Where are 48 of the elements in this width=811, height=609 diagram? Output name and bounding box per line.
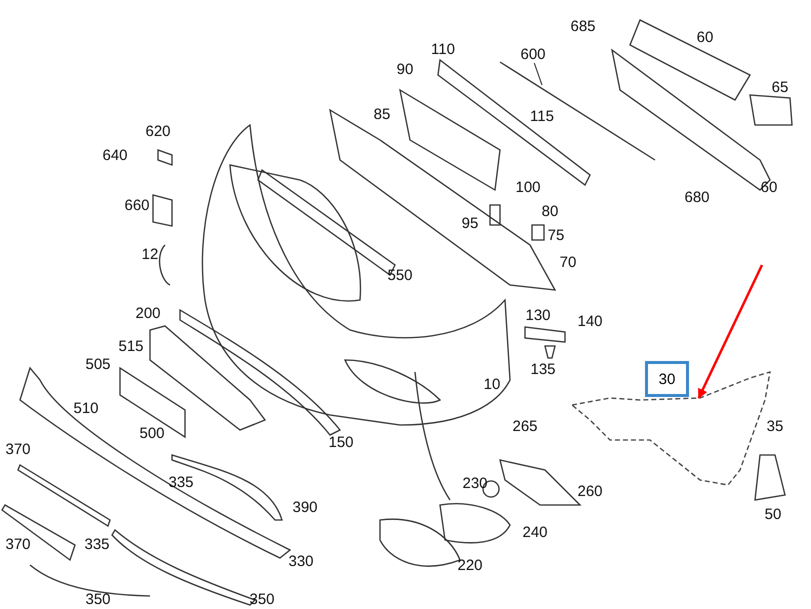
- callout-number: 130: [525, 308, 551, 324]
- callout-number: 350: [85, 592, 111, 608]
- callout-number: 75: [548, 228, 564, 244]
- callout-number: 135: [530, 362, 556, 378]
- callout-number: 330: [288, 554, 314, 570]
- callout-number: 550: [387, 268, 413, 284]
- callout-number: 500: [139, 426, 165, 442]
- callout-number: 70: [560, 255, 576, 271]
- callout-number: 265: [512, 419, 538, 435]
- callout-number: 505: [85, 357, 111, 373]
- callout-number: 515: [118, 339, 144, 355]
- callout-number: 90: [396, 62, 414, 78]
- callout-number: 10: [484, 377, 500, 393]
- callout-number: 100: [515, 180, 541, 196]
- highlighted-callout-number: 30: [645, 361, 689, 397]
- callout-number: 220: [457, 558, 483, 574]
- callout-number: 12: [142, 247, 158, 263]
- callout-number: 95: [462, 216, 478, 232]
- callout-number: 335: [168, 475, 194, 491]
- callout-number: 685: [570, 19, 596, 35]
- callout-number: 115: [530, 109, 554, 125]
- callout-number: 85: [374, 107, 390, 123]
- callout-number: 335: [84, 537, 110, 553]
- callout-number: 80: [542, 204, 558, 220]
- callout-number: 110: [431, 42, 455, 58]
- callout-number: 600: [520, 47, 546, 63]
- callout-number: 35: [766, 419, 784, 435]
- callout-number: 50: [764, 507, 782, 523]
- callout-number: 240: [522, 525, 548, 541]
- callout-number: 350: [249, 592, 275, 608]
- callout-number: 370: [5, 537, 31, 553]
- callout-number: 60: [760, 180, 778, 196]
- callout-number: 140: [577, 314, 603, 330]
- callout-number: 660: [124, 198, 150, 214]
- callout-number: 620: [145, 124, 171, 140]
- callout-number: 260: [577, 484, 603, 500]
- callout-number: 65: [772, 80, 788, 96]
- callout-number: 230: [462, 476, 488, 492]
- callout-number: 680: [684, 190, 710, 206]
- pointer-arrow: [698, 264, 764, 399]
- callout-number: 200: [135, 306, 161, 322]
- callout-number: 640: [102, 148, 128, 164]
- callout-number: 390: [292, 500, 318, 516]
- callout-number: 370: [5, 442, 31, 458]
- callout-number: 150: [328, 435, 354, 451]
- callout-number: 60: [696, 30, 714, 46]
- callout-number: 510: [73, 401, 99, 417]
- leader-line: [534, 62, 542, 86]
